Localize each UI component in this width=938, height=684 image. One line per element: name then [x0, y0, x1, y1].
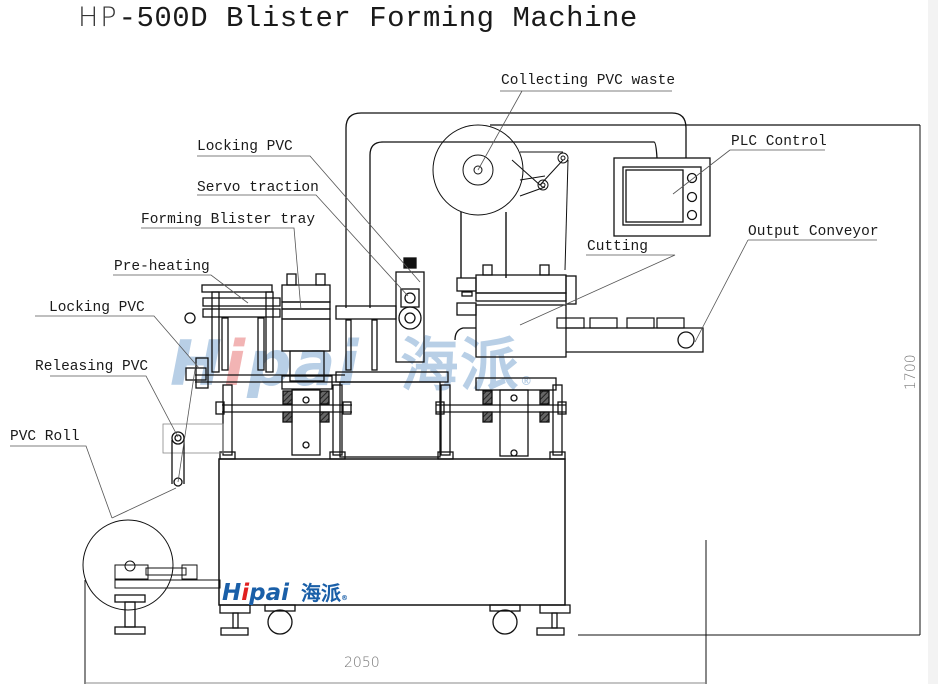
diagram-title: HP-500D Blister Forming Machine — [78, 2, 638, 35]
title-prefix: HP — [78, 2, 119, 33]
brand-logo-h: H — [222, 580, 242, 606]
callout-pvc-roll: PVC Roll — [10, 429, 80, 445]
pvc-roll — [82, 519, 221, 611]
callout-output-conveyor: Output Conveyor — [748, 224, 879, 240]
callout-plc-control: PLC Control — [731, 134, 827, 150]
output-conveyor — [454, 317, 704, 353]
waste-reel — [432, 124, 569, 278]
pvc-feed-mechanism — [162, 312, 224, 487]
callout-forming-blister-tray: Forming Blister tray — [141, 212, 316, 228]
plc-control-box — [613, 157, 711, 237]
callout-cutting: Cutting — [587, 239, 648, 255]
callout-releasing-pvc: Releasing PVC — [35, 359, 149, 375]
title-text: -500D Blister Forming Machine — [118, 2, 638, 35]
brand-logo-registered: ® — [341, 594, 349, 602]
support-columns — [215, 384, 567, 460]
brand-logo: Hipai 海派® — [222, 577, 348, 606]
watermark-cn: 海派 — [400, 331, 521, 399]
waste-frame — [345, 112, 920, 308]
leader-lines — [10, 90, 877, 519]
servo-traction-unit — [335, 257, 449, 458]
brand-logo-cn: 海派 — [301, 581, 342, 605]
cutting-station — [456, 264, 577, 457]
callout-locking-pvc-left: Locking PVC — [49, 300, 145, 316]
main-cabinet — [218, 458, 566, 606]
brand-logo-i: i — [241, 580, 250, 606]
dimension-lines — [84, 125, 921, 684]
callout-pre-heating: Pre-heating — [114, 259, 210, 275]
feet — [114, 594, 571, 636]
brand-logo-pai: pai — [249, 580, 290, 606]
preheating-station — [195, 284, 345, 383]
dimension-height: 1700 — [903, 354, 919, 390]
scrollbar[interactable] — [928, 0, 938, 684]
callout-locking-pvc-top: Locking PVC — [197, 139, 293, 155]
forming-station — [281, 273, 333, 456]
dimension-width: 2050 — [344, 655, 380, 671]
callout-collecting-pvc-waste: Collecting PVC waste — [501, 73, 676, 89]
callout-servo-traction: Servo traction — [197, 180, 319, 196]
